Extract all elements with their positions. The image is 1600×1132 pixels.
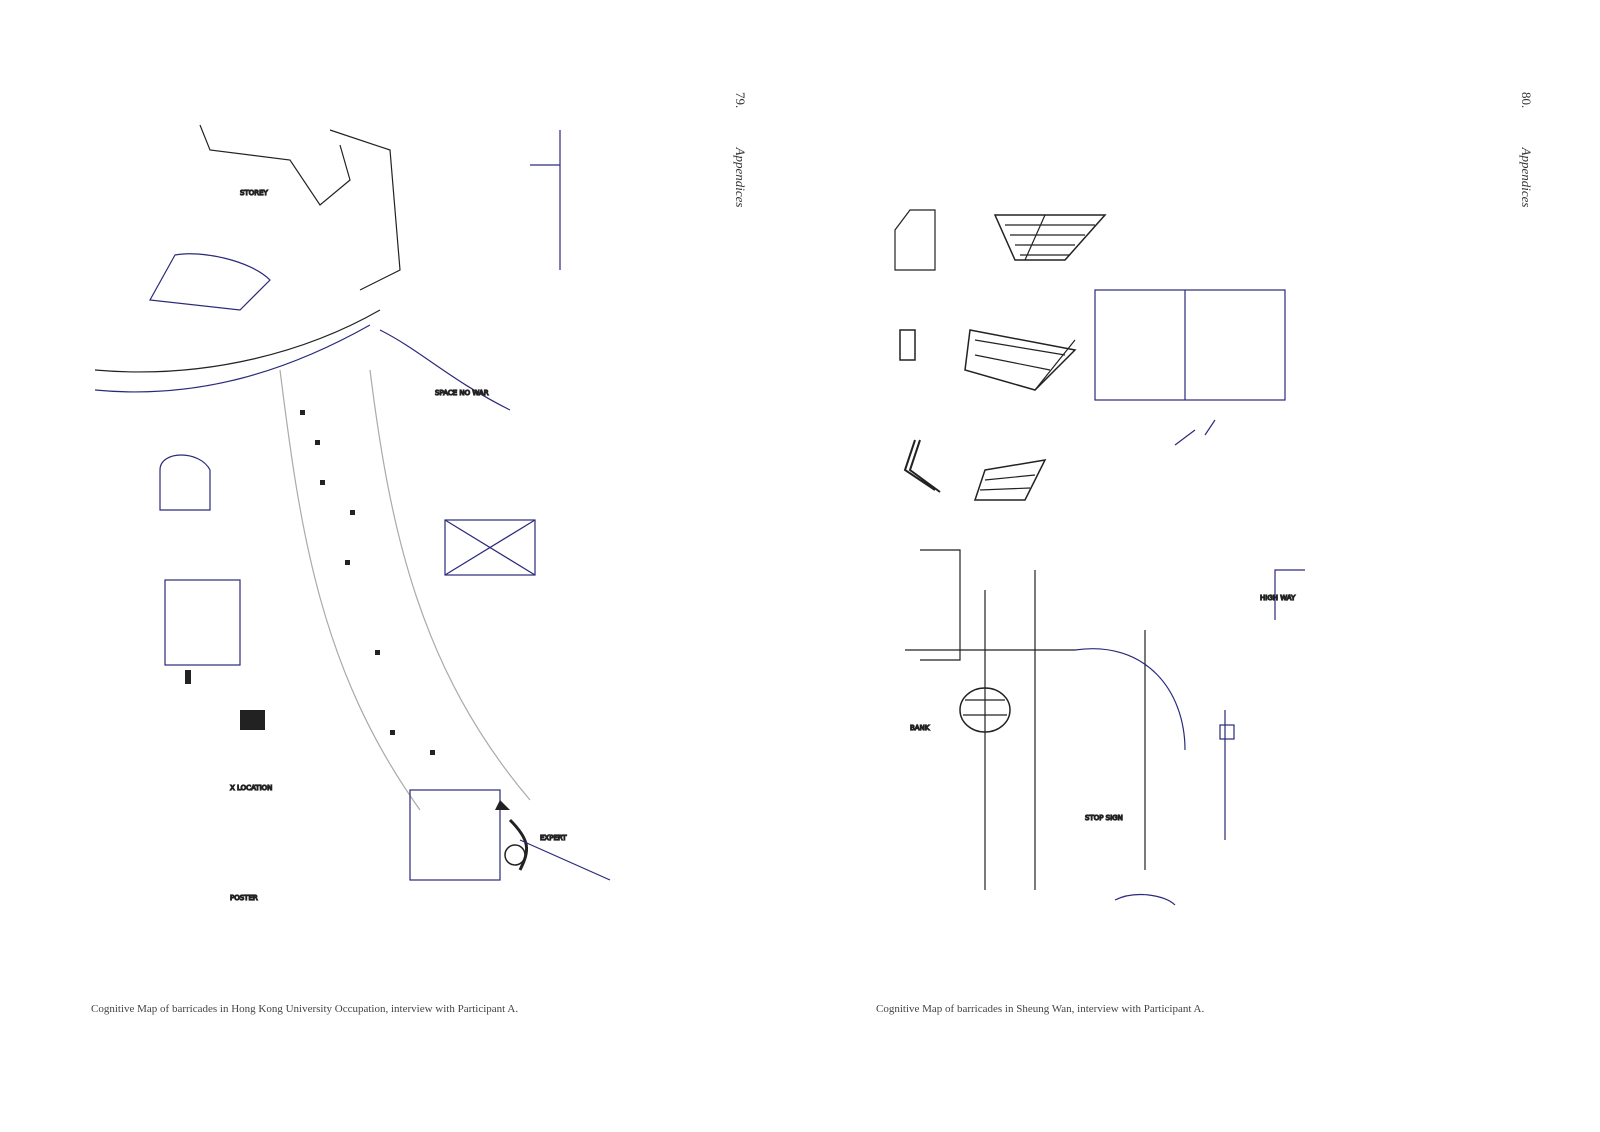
- sketch-label: HIGH WAY: [1260, 594, 1296, 602]
- sketch-label: X LOCATION: [230, 784, 272, 792]
- section-title: Appendices: [1519, 147, 1534, 208]
- sketch-label: POSTER: [230, 894, 258, 902]
- page-number: 79.: [733, 92, 748, 109]
- left-page: 79. Appendices STOREY SPACE NO WAR EXPER…: [91, 92, 748, 1015]
- cognitive-map-sketch-sheung-wan: BANK STOP SIGN HIGH WAY: [894, 209, 1305, 906]
- sketch-label: STOP SIGN: [1085, 814, 1123, 822]
- figure-caption: Cognitive Map of barricades in Hong Kong…: [91, 1003, 519, 1015]
- running-header: 79. Appendices: [732, 92, 748, 207]
- sketch-label: BANK: [910, 724, 930, 732]
- page-number: 80.: [1519, 92, 1534, 109]
- sketch-label: STOREY: [240, 189, 269, 197]
- cognitive-map-sketch-hku: STOREY SPACE NO WAR EXPERT POSTER X LOCA…: [94, 124, 611, 903]
- running-header: 80. Appendices: [1518, 92, 1534, 207]
- sketch-label: EXPERT: [540, 834, 567, 842]
- figure-caption: Cognitive Map of barricades in Sheung Wa…: [876, 1003, 1205, 1015]
- sketch-label: SPACE NO WAR: [435, 389, 489, 397]
- section-title: Appendices: [733, 147, 748, 208]
- right-page: 80. Appendices BANK STOP SIGN HIGH WAY C…: [800, 0, 1600, 1132]
